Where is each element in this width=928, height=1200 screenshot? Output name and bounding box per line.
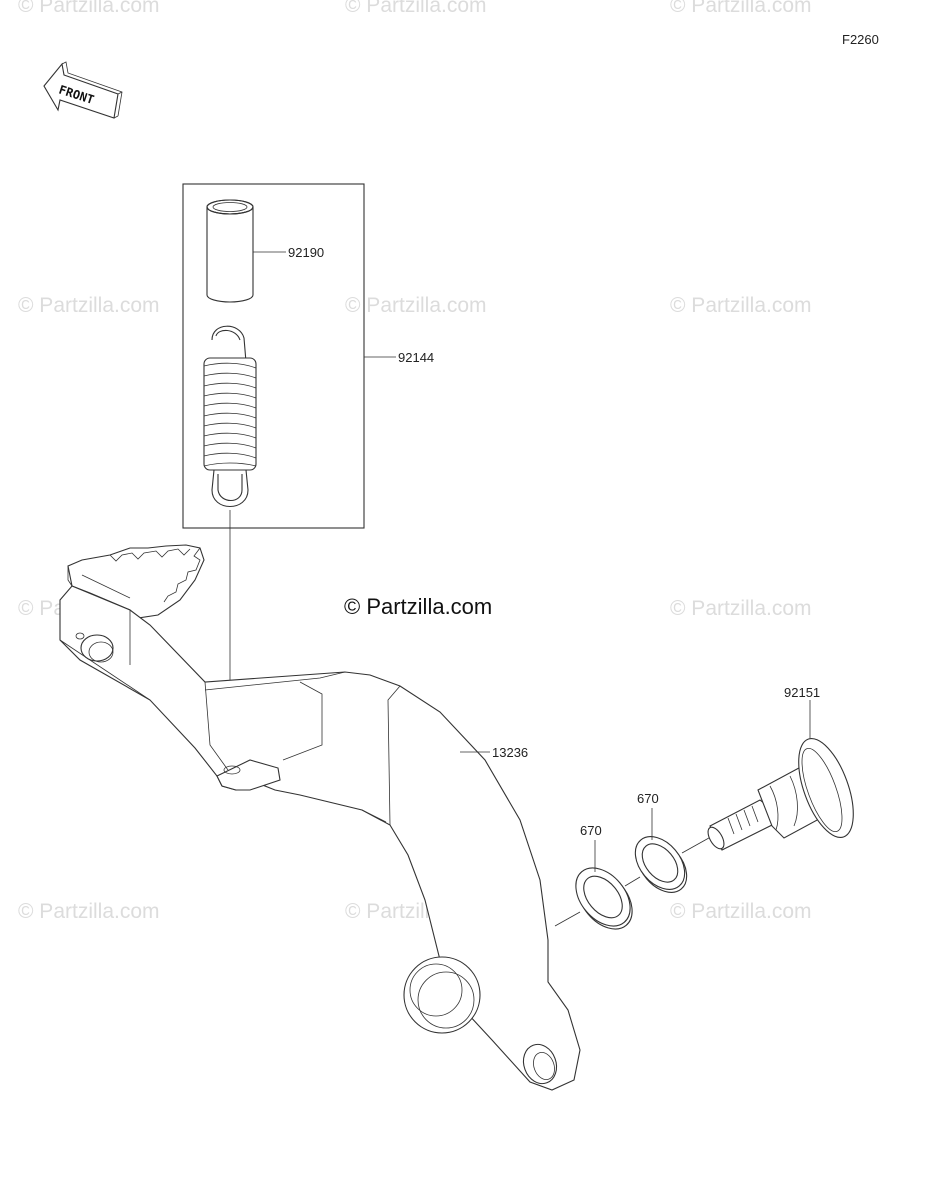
bolt-part xyxy=(707,700,854,851)
part-label-670-outer[interactable]: 670 xyxy=(637,791,659,806)
part-label-92151[interactable]: 92151 xyxy=(784,685,820,700)
watermark-tile: © Partzilla.com xyxy=(670,597,812,620)
watermark-tile: © Partzilla.com xyxy=(670,900,812,923)
part-label-92190[interactable]: 92190 xyxy=(288,245,324,260)
front-arrow-icon: FRONT xyxy=(43,61,123,119)
watermark-tile: © Partzilla.com xyxy=(345,0,487,17)
watermark-tile: © Partzilla.com xyxy=(670,294,812,317)
brake-pedal-part xyxy=(59,544,581,1091)
o-ring-inner-part xyxy=(575,840,633,930)
collar-part xyxy=(206,199,254,303)
watermark-tile: © Partzilla.com xyxy=(18,0,160,17)
watermark-tile: © Partzilla.com xyxy=(670,0,812,17)
watermark-tile: © Partzilla.com xyxy=(345,294,487,317)
watermark-tile: © Partzilla.com xyxy=(18,294,160,317)
o-ring-outer-part xyxy=(634,808,688,893)
spring-part xyxy=(203,325,257,507)
watermark-tile: © Partzilla.com xyxy=(18,900,160,923)
part-label-92144[interactable]: 92144 xyxy=(398,350,434,365)
watermark-main: © Partzilla.com xyxy=(344,594,492,619)
part-label-13236[interactable]: 13236 xyxy=(492,745,528,760)
figure-code: F2260 xyxy=(842,32,879,47)
spring-assembly-group xyxy=(182,183,396,770)
part-label-670-inner[interactable]: 670 xyxy=(580,823,602,838)
